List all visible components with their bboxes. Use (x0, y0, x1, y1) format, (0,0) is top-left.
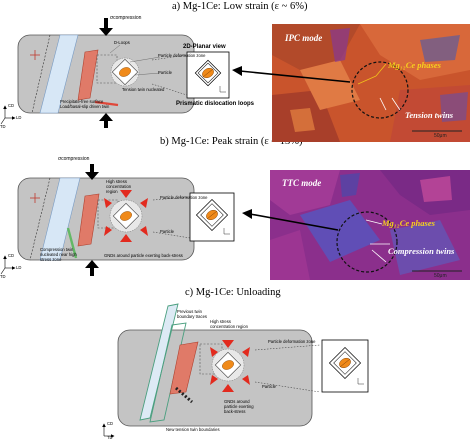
photo-b (270, 170, 470, 280)
twin-red-a (77, 49, 99, 101)
inset-a (186, 51, 230, 99)
panel-b-title: b) Mg-1Ce: Peak strain (ε ~ 13%) (160, 136, 303, 147)
annot-a-5: Load/basal-slip driven twin (60, 104, 110, 109)
annot-c-1: High stress concentration region (210, 319, 248, 329)
particle-a (119, 67, 131, 77)
annot-a-0: D-Loops (114, 40, 130, 45)
annot-a-2: Particle (158, 70, 172, 75)
stress-arrows-b (104, 190, 148, 242)
stress-arrows-c (210, 340, 250, 392)
axis-cd-a: CD (8, 103, 15, 108)
annot-a-3: Tension twin nucleated (122, 87, 165, 92)
panel-a-schematic (0, 18, 195, 128)
annot-b-1: Particle deformation zone (160, 195, 208, 200)
annot-c-4: New tension twin boundaries (166, 427, 220, 432)
photo-b-phase: Mg₁₂Ce phases (382, 218, 435, 228)
annot-c-0: Previous twin boundary traces (177, 309, 208, 319)
photo-a-phase: Mg₁₂Ce phases (388, 60, 441, 70)
panel-c-title: c) Mg-1Ce: Unloading (185, 287, 281, 298)
photo-a (272, 24, 470, 142)
annot-a-4: Precipitate-free surface (60, 99, 104, 104)
photo-b-mode: TTC mode (282, 178, 322, 188)
photo-a-twin: Tension twins (405, 110, 454, 120)
inset-caption-a: Prismatic dislocation loops (176, 101, 255, 107)
axis-td-c: TD (107, 435, 113, 440)
inset-c (321, 339, 369, 393)
zoom-circle-a (351, 61, 409, 119)
panel-a-title: a) Mg-1Ce: Low strain (ε ~ 6%) (172, 1, 308, 12)
twin-band-blue-a (39, 34, 79, 114)
zoom-circle-b (336, 211, 398, 273)
axis-ld-b: LD (16, 265, 22, 270)
annot-b-2: Particle (160, 229, 174, 234)
annot-c-2: Particle deformation zone (268, 339, 316, 344)
stress-label-a: σcompression (110, 15, 142, 21)
annot-c-3: Particle (262, 384, 276, 389)
panel-b-schematic (0, 164, 195, 276)
annot-b-3: Compression twin nucleated near high str… (40, 247, 77, 262)
axis-td-a: TD (0, 124, 6, 129)
axis-ld-a: LD (16, 115, 22, 120)
panel-c-schematic (102, 303, 321, 438)
photo-a-mode: IPC mode (285, 33, 323, 43)
annot-a-1: Particle deformation zone (158, 53, 206, 58)
photo-b-twin: Compression twins (388, 246, 455, 256)
annot-b-4: GNDs around particle exerting back-stres… (104, 253, 183, 258)
axis-cd-c: CD (107, 421, 114, 426)
inset-b (189, 192, 235, 242)
axis-cd-b: CD (8, 253, 15, 258)
scale-b: 50μm (434, 273, 447, 279)
annot-b-0: High stress concentration region (106, 179, 132, 194)
inset-title-a: 2D-Planar view (183, 44, 226, 50)
stress-label-b: σcompression (58, 156, 90, 162)
annot-c-5: GNDs around particle exerting back-stres… (224, 399, 254, 414)
scale-a: 50μm (434, 133, 447, 139)
axis-td-b: TD (0, 274, 6, 279)
